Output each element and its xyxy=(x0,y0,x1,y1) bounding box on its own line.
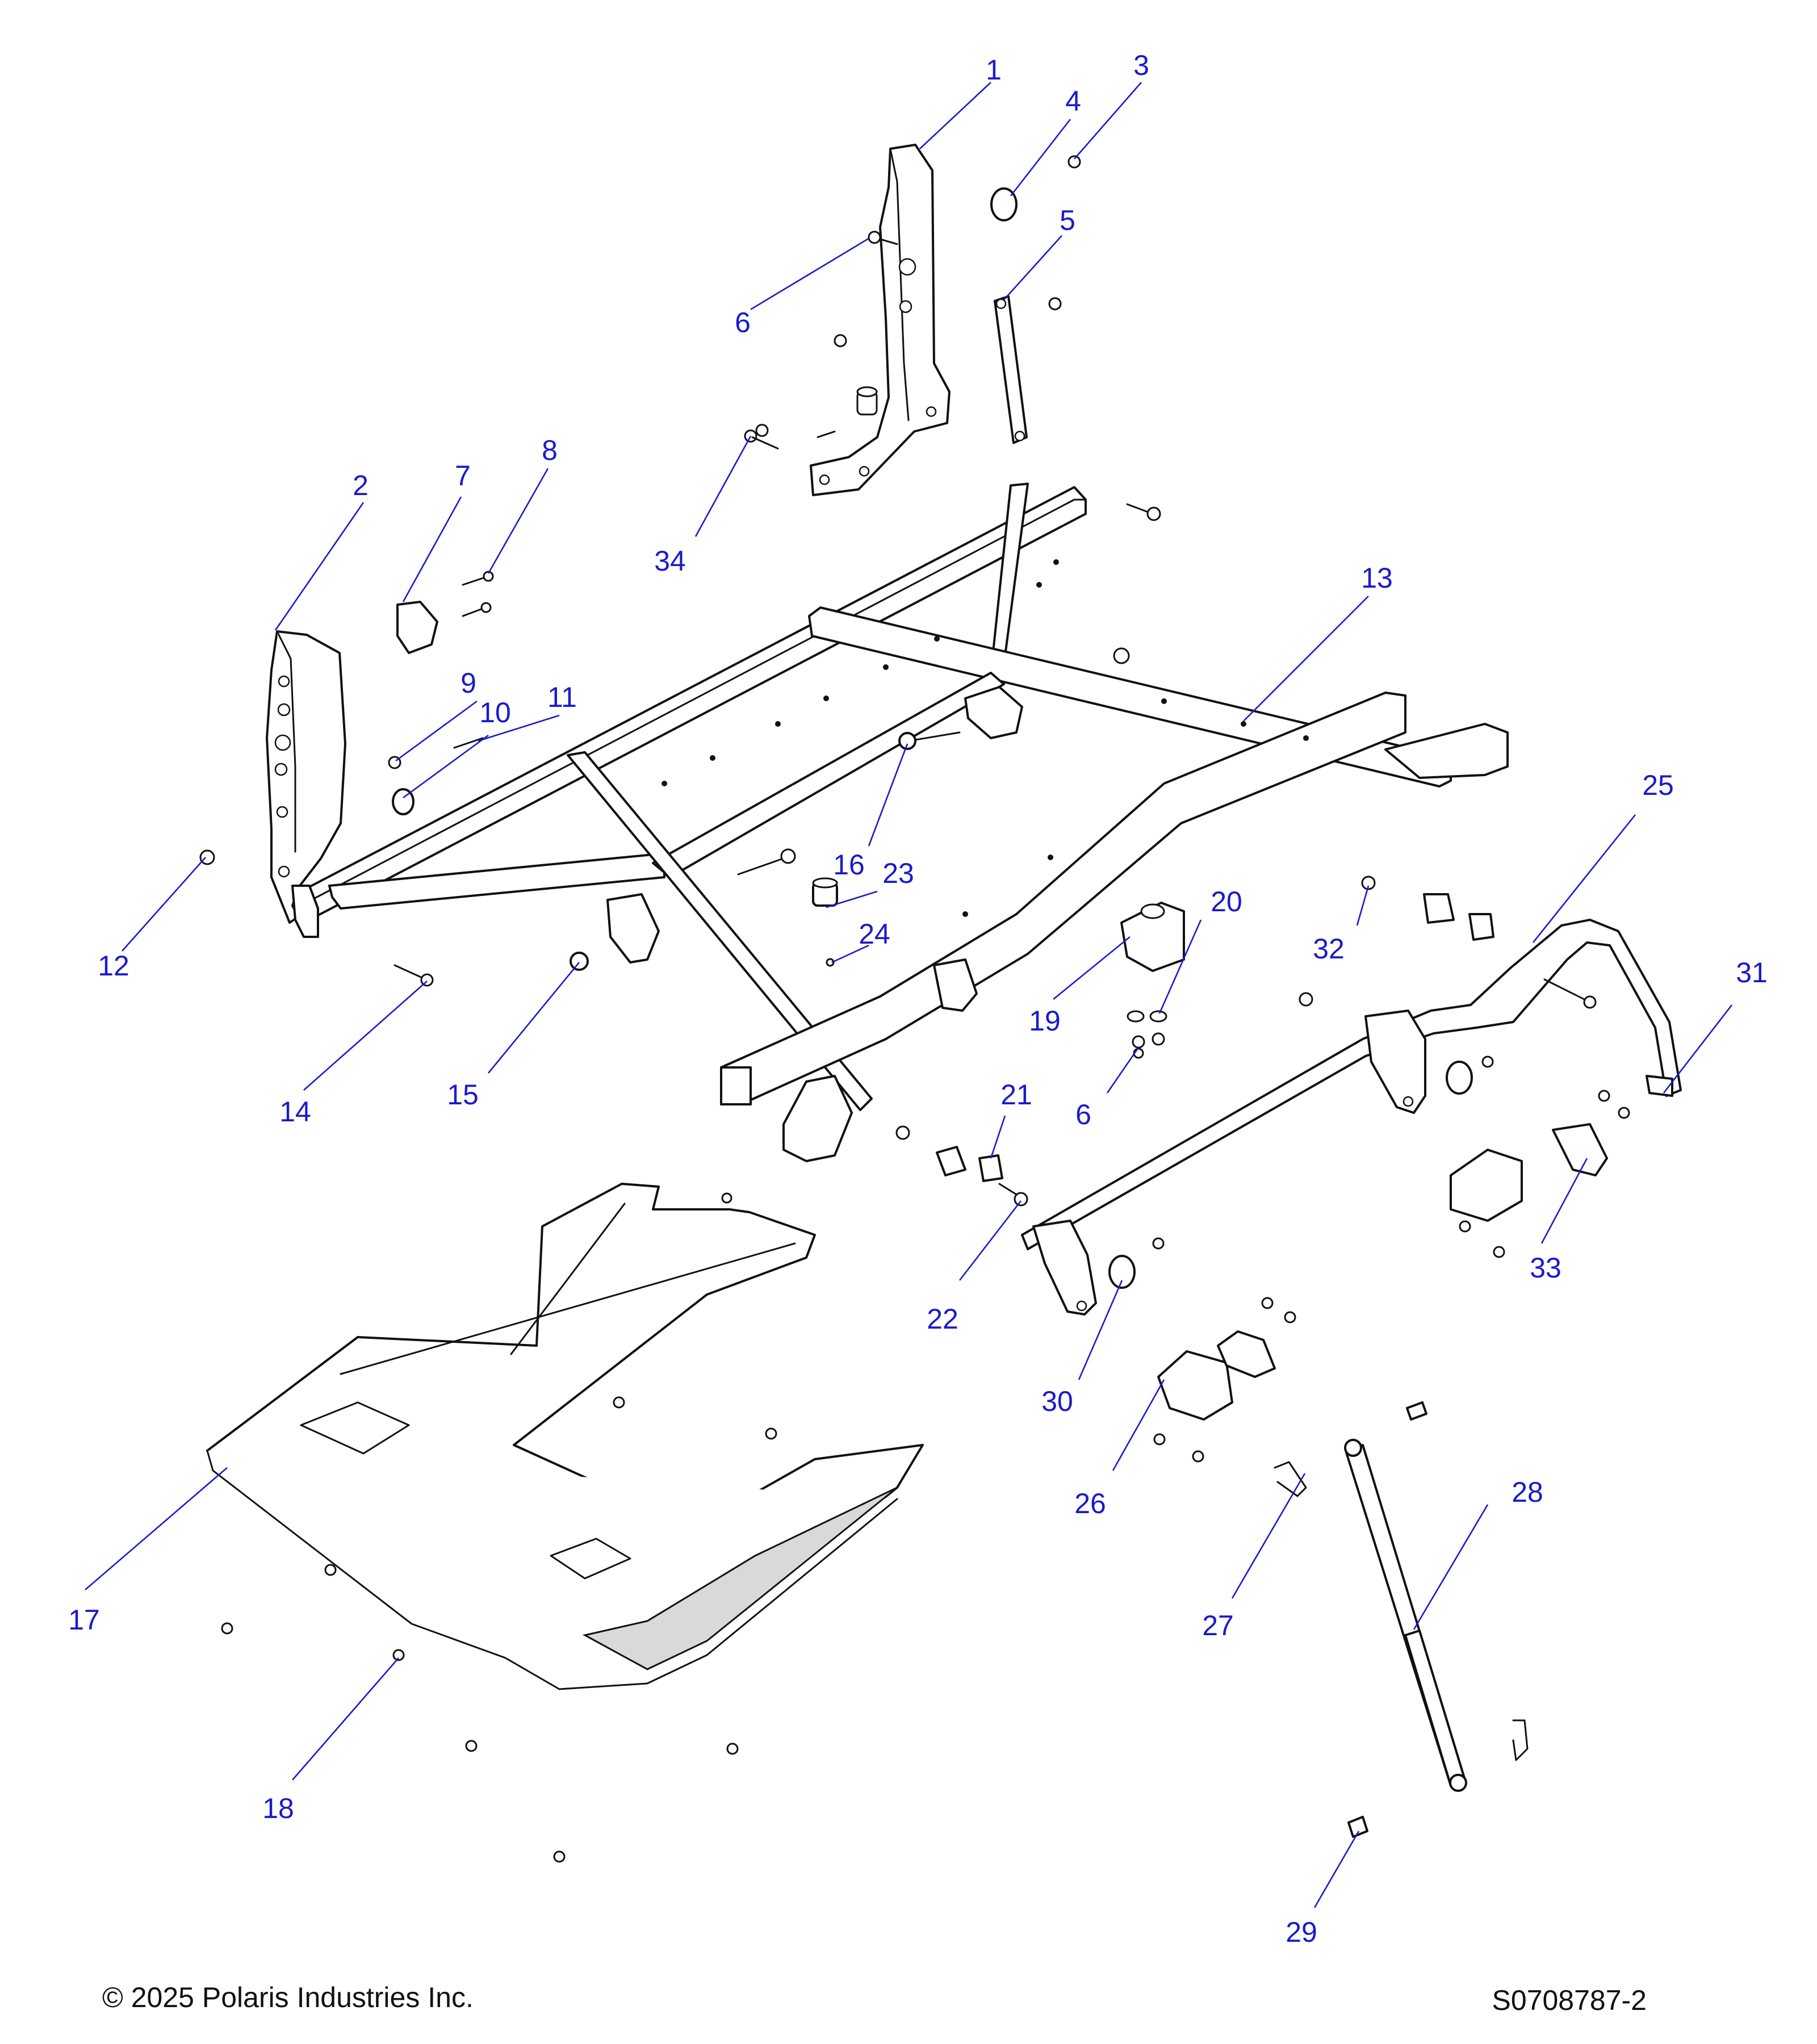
callout-22: 22 xyxy=(927,1303,958,1335)
part-18-push-pins xyxy=(221,1396,777,1863)
callout-15: 15 xyxy=(447,1079,479,1111)
copyright-text: © 2025 Polaris Industries Inc. xyxy=(102,1982,474,2013)
callout-1: 1 xyxy=(986,54,1002,86)
callout-2: 2 xyxy=(353,470,369,501)
callout-30: 30 xyxy=(1041,1385,1073,1417)
callout-10: 10 xyxy=(479,697,511,728)
callout-21: 21 xyxy=(1000,1079,1032,1111)
part-26-brackets xyxy=(1153,1297,1296,1463)
callout-6b: 6 xyxy=(1075,1099,1091,1130)
callout-31: 31 xyxy=(1736,957,1768,989)
callout-27: 27 xyxy=(1202,1610,1234,1641)
callout-34: 34 xyxy=(654,545,686,577)
callout-29: 29 xyxy=(1286,1916,1317,1948)
callout-18: 18 xyxy=(262,1792,294,1824)
callout-8: 8 xyxy=(542,434,558,466)
callout-13: 13 xyxy=(1361,562,1393,594)
callout-14: 14 xyxy=(279,1096,311,1128)
callout-9: 9 xyxy=(460,667,476,699)
part-7-clip xyxy=(396,601,438,654)
part-5-strut xyxy=(994,295,1028,444)
part-1-upper-bracket xyxy=(810,144,951,496)
callout-24: 24 xyxy=(859,918,890,950)
callout-4: 4 xyxy=(1065,85,1081,117)
part-4-bumper xyxy=(990,187,1018,221)
footer: © 2025 Polaris Industries Inc. S0708787-… xyxy=(102,1982,1647,2016)
leader-lines xyxy=(85,82,1733,1908)
callouts: 1 2 3 4 5 6 6 7 8 9 10 11 12 13 14 15 16… xyxy=(68,49,1768,1948)
part-19-mount xyxy=(1120,902,1185,1059)
callout-25: 25 xyxy=(1642,769,1674,801)
callout-12: 12 xyxy=(98,950,129,982)
callout-6a: 6 xyxy=(735,307,751,338)
part-13-main-frame xyxy=(291,483,1509,1162)
part-25-sway-bar xyxy=(721,876,1682,1316)
callout-33: 33 xyxy=(1530,1252,1561,1284)
drawing-number: S0708787-2 xyxy=(1492,1984,1647,2016)
part-3-nut xyxy=(1067,155,1081,169)
part-17-skid-plate xyxy=(206,1183,924,1690)
callout-23: 23 xyxy=(882,857,914,889)
callout-26: 26 xyxy=(1074,1488,1106,1519)
part-33-brackets xyxy=(1450,1090,1630,1258)
parts-art xyxy=(199,144,1682,1863)
callout-3: 3 xyxy=(1133,49,1149,81)
callout-28: 28 xyxy=(1512,1476,1543,1508)
part-32-nut xyxy=(1361,876,1376,890)
callout-19: 19 xyxy=(1029,1005,1061,1037)
callout-11: 11 xyxy=(547,681,577,713)
callout-16: 16 xyxy=(833,849,865,881)
callout-17: 17 xyxy=(68,1604,100,1636)
callout-32: 32 xyxy=(1313,933,1345,965)
part-28-gas-strut xyxy=(1274,1401,1529,1838)
callout-5: 5 xyxy=(1060,204,1075,236)
hardware-upper xyxy=(199,155,1161,987)
callout-20: 20 xyxy=(1211,886,1242,918)
callout-7: 7 xyxy=(455,460,471,492)
